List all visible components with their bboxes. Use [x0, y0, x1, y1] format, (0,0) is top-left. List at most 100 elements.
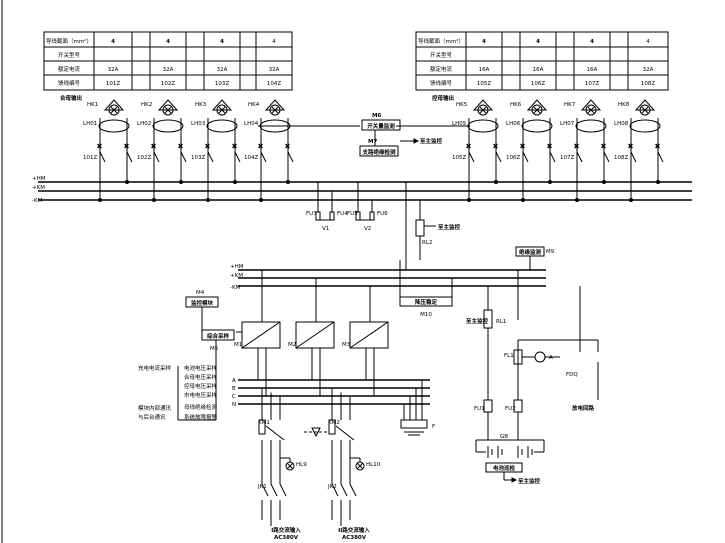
ct-label: LH07 — [560, 121, 575, 127]
right-current-3: 16A — [587, 67, 598, 73]
right-feeder-1: 105Z — [477, 81, 491, 87]
feeder-label: 108Z — [614, 155, 628, 161]
left-section-4: 4 — [272, 39, 276, 45]
left-current-3: 32A — [217, 67, 228, 73]
svg-text:×: × — [493, 143, 498, 150]
battery-patrol-box: 电池巡检 — [493, 464, 516, 472]
right-feeder-4: 108Z — [641, 81, 655, 87]
hl-label: HK5 — [456, 102, 468, 108]
ac-switch-label: KM1 — [258, 420, 270, 426]
ct-label: LH01 — [83, 121, 97, 127]
indicator-lamp-icon — [639, 104, 651, 116]
left-group-label: 合母输出 — [60, 94, 83, 102]
svg-text:×: × — [285, 143, 290, 150]
svg-text:×: × — [232, 143, 237, 150]
fdq-label: FDQ — [566, 372, 578, 378]
svg-text:×: × — [655, 143, 660, 150]
m6-box: 开关量监测 — [367, 122, 395, 130]
indicator-lamp-icon — [531, 104, 543, 116]
hl-label: HK2 — [141, 102, 152, 108]
signal-left: 与后台通讯 — [138, 413, 166, 421]
feeder-label: 103Z — [191, 155, 205, 161]
fuse-label: FU3 — [306, 211, 317, 217]
svg-text:×: × — [151, 143, 156, 150]
hl-label: HK1 — [87, 102, 98, 108]
table-row-label: 导线截面（mm²） — [418, 37, 464, 45]
fuse-label: FU5 — [347, 211, 358, 217]
indicator-lamp-icon — [162, 104, 174, 116]
ac-lamp-label: HL9 — [296, 462, 307, 468]
table-row-label: 馈线编号 — [58, 79, 81, 87]
hl-label: HK4 — [248, 102, 260, 108]
left-section-3: 4 — [220, 39, 224, 45]
svg-text:×: × — [205, 143, 210, 150]
right-group-label: 控母输出 — [432, 94, 455, 102]
dc-bus-label: +KM — [230, 273, 243, 279]
battery-monitor-label: 至主监控 — [518, 477, 541, 485]
ac-input-line2: AC380V — [342, 535, 367, 541]
meter-label: V1 — [322, 226, 329, 232]
right-feeder-3: 107Z — [585, 81, 599, 87]
hl-label: HK3 — [195, 102, 207, 108]
ac-bus-label: B — [232, 386, 236, 392]
to-monitor-label: 至主监控 — [420, 137, 443, 145]
charger-label: M2 — [288, 342, 296, 348]
battery-pack-id: GB — [500, 434, 508, 440]
ac-breaker-label: JK2 — [327, 484, 337, 490]
svg-text:×: × — [124, 143, 129, 150]
rl1-monitor-label: 至主监控 — [466, 317, 489, 325]
m6-id: M6 — [372, 113, 381, 119]
left-section-1: 4 — [111, 39, 115, 45]
ac-input-line2: AC380V — [274, 535, 299, 541]
left-feeder-3: 103Z — [215, 81, 229, 87]
ac-bus-label: C — [232, 394, 236, 400]
table-row-label: 开关型号 — [58, 51, 81, 59]
dc-bus-label: -KM — [230, 285, 241, 291]
bus-label: +KM — [32, 185, 45, 191]
signal-right: 控母电压采样 — [184, 382, 218, 390]
current-transformer-icon — [521, 119, 553, 133]
fuse-fu1: FU1 — [474, 406, 485, 412]
left-section-2: 4 — [166, 39, 170, 45]
ac-switch-label: KM2 — [328, 420, 340, 426]
right-feeder-2: 106Z — [531, 81, 545, 87]
ct-label: LH03 — [191, 121, 206, 127]
voltage-reg-id: M10 — [420, 312, 432, 318]
svg-text:×: × — [97, 143, 102, 150]
current-transformer-icon — [152, 119, 184, 133]
svg-text:×: × — [258, 143, 263, 150]
feeder-label: 106Z — [506, 155, 520, 161]
signal-right: 电池电压采样 — [184, 364, 218, 372]
ct-label: LH02 — [137, 121, 151, 127]
svg-text:×: × — [574, 143, 579, 150]
feeder-label: 102Z — [137, 155, 151, 161]
table-row-label: 额定电流 — [430, 65, 453, 73]
signal-left: 充电电流采样 — [138, 364, 172, 372]
surge-label: F — [432, 424, 435, 430]
ac-input-line1: I路交流输入 — [271, 526, 301, 534]
fl1-label: FL1 — [504, 353, 514, 359]
ac-bus-label: A — [232, 378, 236, 384]
left-current-2: 32A — [163, 67, 174, 73]
current-transformer-icon — [575, 119, 607, 133]
current-transformer-icon — [98, 119, 130, 133]
ct-label: LH08 — [614, 121, 629, 127]
voltage-reg-box: 降压稳定 — [415, 298, 438, 306]
rl2-label: RL2 — [422, 240, 432, 246]
right-section-4: 4 — [646, 39, 650, 45]
rl1-label: RL1 — [496, 319, 506, 325]
table-row-label: 馈线编号 — [430, 79, 453, 87]
right-section-3: 4 — [590, 39, 594, 45]
current-transformer-icon — [206, 119, 238, 133]
right-current-1: 16A — [479, 67, 490, 73]
feeder-label: 104Z — [244, 155, 258, 161]
right-current-4: 32A — [643, 67, 654, 73]
insulation-box: 绝缘监测 — [519, 248, 542, 256]
hl-label: HK8 — [618, 102, 630, 108]
m5-id: M5 — [210, 346, 219, 352]
ct-label: LH04 — [244, 121, 259, 127]
charger-label: M3 — [342, 342, 351, 348]
indicator-lamp-icon — [585, 104, 597, 116]
